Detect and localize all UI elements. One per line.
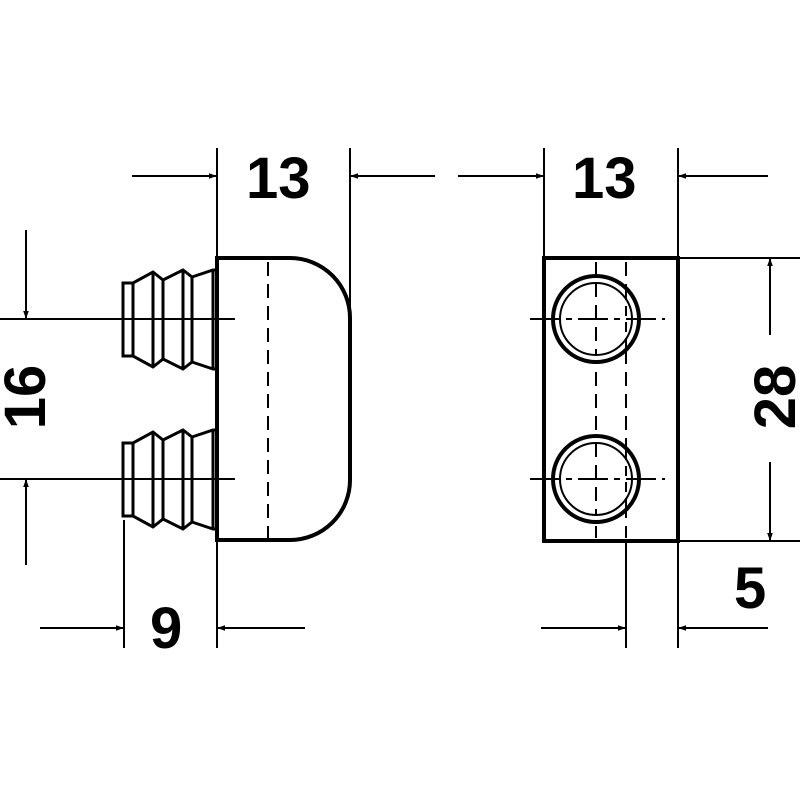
front-view-body: [542, 256, 680, 543]
side-view: [0, 256, 352, 542]
dimension-label-top-left: 13: [246, 146, 311, 211]
dimension-label-bottom-right: 5: [734, 556, 767, 621]
front-view-dimensions: [458, 148, 800, 648]
side-view-body: [215, 256, 352, 542]
front-view: [530, 256, 680, 543]
dimension-label-left-height: 16: [0, 364, 58, 430]
dimension-label-right-height: 28: [743, 364, 800, 430]
side-view-dimensions: [23, 148, 435, 648]
dimension-label-bottom-left: 9: [150, 596, 183, 661]
dimension-label-top-right: 13: [572, 146, 637, 211]
